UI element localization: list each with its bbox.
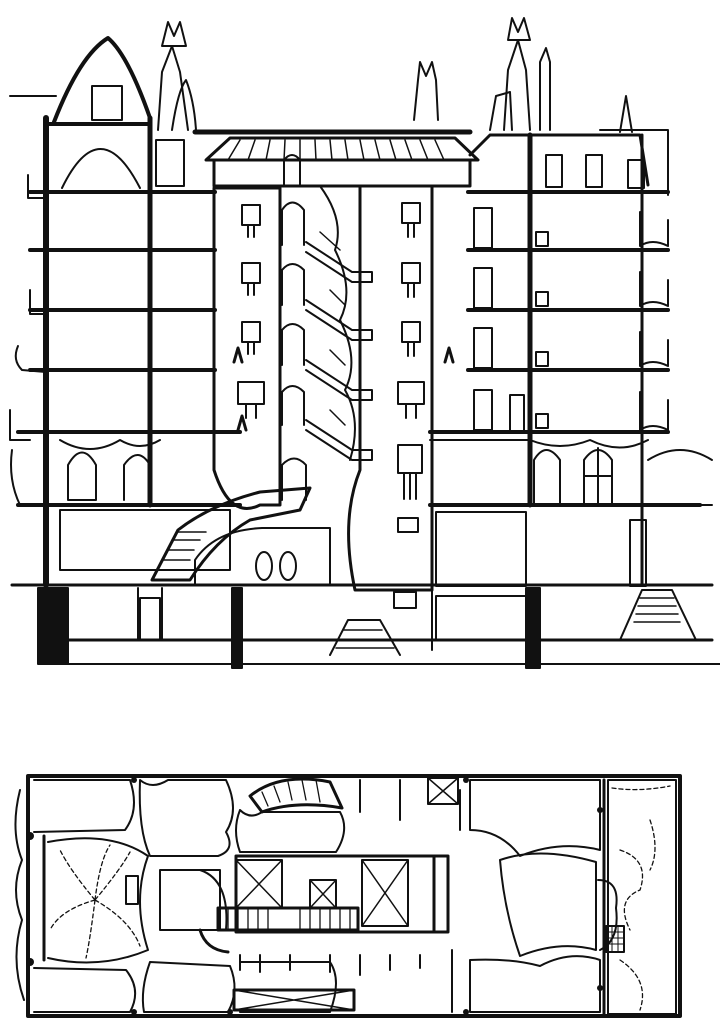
courtyard-tower-right <box>347 184 434 592</box>
grand-staircase <box>150 486 312 582</box>
basement-stair-treads <box>335 629 395 649</box>
column-dots <box>26 777 603 1015</box>
foundation-center <box>231 587 243 669</box>
building-cross-section <box>9 17 720 669</box>
dormer-window <box>91 85 123 121</box>
shop-door-right <box>629 519 647 587</box>
dormer-right <box>489 91 513 131</box>
tower-windows-right <box>393 202 425 609</box>
lower-room-right <box>435 595 527 641</box>
rear-grille-lines <box>605 925 625 953</box>
arched-window <box>123 454 151 501</box>
core-cross-room-right <box>361 859 409 927</box>
room-front-left <box>33 779 135 833</box>
shop-window-right <box>435 511 527 587</box>
skylight-lantern <box>283 154 301 187</box>
vestibule <box>194 527 331 586</box>
chimney-top <box>507 17 531 41</box>
core-cross-room-right-x <box>361 859 409 927</box>
lift-box-cross <box>427 777 459 805</box>
ground-floor-room <box>59 509 231 571</box>
lift-box <box>427 777 459 805</box>
rear-grille <box>605 925 625 953</box>
finial-top-right <box>619 95 633 133</box>
straight-stair-treads <box>227 907 351 931</box>
courtyard-stair-flights <box>305 231 373 461</box>
attic-windows-right <box>545 154 645 189</box>
room-bottom-right <box>469 955 601 1013</box>
balconies-right <box>639 211 669 431</box>
finial <box>232 346 244 364</box>
core-cross-room-x <box>235 859 283 909</box>
left-roof-gable <box>52 36 152 124</box>
room-top-right <box>469 779 601 857</box>
arched-window <box>67 451 97 501</box>
floor-slabs-left <box>16 190 242 507</box>
right-wing-roof <box>468 133 650 187</box>
rear-gallery-curves <box>611 785 671 1011</box>
balconies-left <box>9 174 47 506</box>
room-mid-right <box>499 852 597 957</box>
attic-stair-left <box>155 139 185 187</box>
spire-right <box>539 47 551 131</box>
skylight-mullions <box>227 139 445 161</box>
basement-stair <box>329 619 401 656</box>
fireplace <box>125 875 139 905</box>
curved-stair-left <box>198 928 230 954</box>
room-mid-top-left <box>138 779 234 857</box>
windows-right <box>473 207 549 432</box>
room-mid-bottom-left <box>141 961 236 1013</box>
entrance-stair <box>232 988 356 1012</box>
arched-window <box>583 447 613 506</box>
entrance-stair-x <box>233 989 355 1011</box>
courtyard-wall <box>319 185 356 461</box>
rear-stair-bend <box>597 879 618 951</box>
finial <box>443 346 455 364</box>
spire-left <box>171 79 197 131</box>
arched-window <box>533 449 561 506</box>
courtyard-tower-left <box>212 186 282 510</box>
spiral-hall <box>47 837 149 964</box>
core-lift-x <box>309 879 337 909</box>
stair-treads <box>159 531 207 571</box>
oval-window <box>279 551 297 581</box>
tower-windows-left <box>237 204 265 419</box>
right-ground-stair <box>619 589 697 641</box>
basement-door <box>139 597 161 641</box>
ground-floor-ceiling-ornament <box>59 439 161 450</box>
stair-top-curve <box>248 777 344 814</box>
straight-stair <box>216 906 360 932</box>
chimney-top <box>161 21 187 47</box>
room-front-right <box>33 967 137 1013</box>
partitions <box>239 779 461 1013</box>
right-ground-stair-treads <box>633 597 681 623</box>
plan-outline <box>26 774 682 1018</box>
room-top-centre <box>235 809 346 853</box>
attic-arch <box>61 148 141 189</box>
foundation-left <box>37 587 69 665</box>
core-room-left <box>159 869 221 931</box>
skylight-base <box>212 158 472 188</box>
stair-top-treads <box>261 779 321 807</box>
rear-gallery <box>607 779 677 1015</box>
neighbor-building <box>647 449 713 506</box>
facade-wave-left <box>14 789 25 1001</box>
chimney-mid <box>413 61 439 121</box>
ground-floor-ornament-right <box>429 439 649 449</box>
tower-arches-left <box>281 201 307 501</box>
roof-cornice-right <box>599 129 669 196</box>
finial <box>236 414 248 432</box>
core-stair-curve <box>199 869 228 931</box>
spiral-lines <box>49 844 141 959</box>
oval-window <box>255 551 273 581</box>
